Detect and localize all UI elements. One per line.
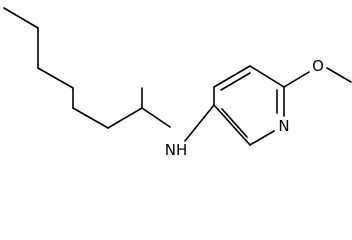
- oxygen-label: O: [312, 57, 324, 75]
- ring-bond-6: [213, 104, 251, 146]
- ring-bond-2: [213, 65, 251, 88]
- structure-diagram: NH N O: [3, 7, 352, 159]
- bond-chain-1: [3, 7, 39, 29]
- bond-chain-5: [72, 107, 109, 129]
- bond-n-ring: [184, 104, 215, 142]
- bond-o-methyl: [326, 67, 352, 83]
- ring-bond-5: [249, 130, 275, 146]
- bond-ch-n: [141, 107, 171, 128]
- bond-ring-o: [283, 71, 310, 88]
- ring-bond-3: [249, 65, 285, 88]
- amine-nitrogen-label: NH: [165, 141, 188, 159]
- ring-nitrogen-label: N: [278, 117, 289, 135]
- bond-chain-3: [37, 67, 74, 89]
- bond-chain-6: [107, 107, 143, 129]
- molecule-canvas: NH N O: [3, 7, 352, 159]
- ring-double-1: [220, 72, 251, 91]
- ring-double-3: [221, 108, 248, 138]
